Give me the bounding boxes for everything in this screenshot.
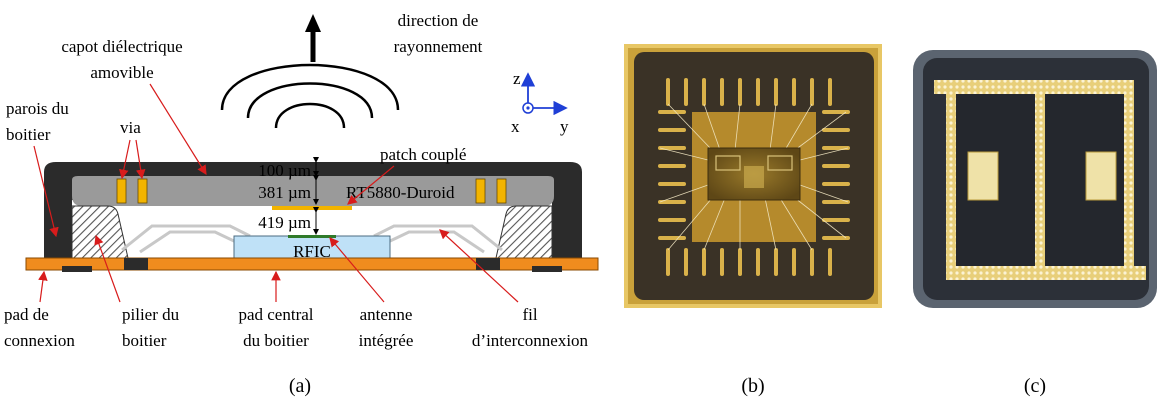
- dim-mid-label: 381 µm: [258, 183, 311, 202]
- substrate-label: RT5880-Duroid: [346, 183, 455, 202]
- antenna-label-2: intégrée: [359, 331, 414, 350]
- pillar-left: [71, 205, 129, 259]
- axis-indicator: [520, 72, 568, 116]
- bottom-pad-3: [476, 258, 500, 270]
- axis-y-label: y: [560, 117, 569, 136]
- walls-pointer: [33, 145, 59, 238]
- via-label: via: [120, 118, 141, 137]
- walls-label-2: boitier: [6, 125, 51, 144]
- via-right-2: [496, 178, 507, 204]
- coupled-patch: [272, 206, 352, 210]
- radiation-label-1: direction de: [398, 11, 479, 30]
- dim-bot-label: 419 µm: [258, 213, 311, 232]
- trace-center: [1035, 80, 1045, 280]
- panel-c-photo: (c): [913, 50, 1157, 397]
- radiation-waves: [220, 14, 400, 129]
- axis-x-label: x: [511, 117, 520, 136]
- via-pointer-1: [119, 139, 131, 180]
- via-pointer-2: [135, 139, 146, 180]
- patch-pointer: [347, 165, 395, 205]
- patch-antenna-left: [967, 151, 999, 201]
- pad-pointer: [38, 270, 48, 303]
- radiation-label-2: rayonnement: [394, 37, 483, 56]
- via-left-1: [116, 178, 127, 204]
- lead-fingers-b: [658, 78, 850, 276]
- rfic-label: RFIC: [293, 242, 331, 261]
- wire-label-2: d’interconnexion: [472, 331, 589, 350]
- antenna-pointer: [329, 237, 385, 303]
- radiation-arrow-head: [305, 14, 321, 32]
- via-left-2: [137, 178, 148, 204]
- package-cavity: [72, 200, 552, 258]
- pillar-pointer: [94, 234, 121, 303]
- trace-right: [1124, 80, 1134, 280]
- dim-top-label: 100 µm: [258, 161, 311, 180]
- caption-a: (a): [289, 375, 311, 397]
- wire-pointer: [439, 229, 519, 303]
- pillar-label-2: boitier: [122, 331, 167, 350]
- trace-left: [946, 80, 956, 280]
- pad-label-1: pad de: [4, 305, 49, 324]
- walls-label-1: parois du: [6, 99, 69, 118]
- axis-z-label: z: [513, 69, 521, 88]
- bottom-pad-4: [532, 266, 562, 272]
- integrated-antenna: [288, 235, 336, 238]
- via-right-1: [475, 178, 486, 204]
- pillar-label-1: pilier du: [122, 305, 180, 324]
- pillar-right: [495, 205, 553, 259]
- bond-wires-b: [659, 103, 849, 251]
- substrate-base: [25, 257, 599, 271]
- wire-label-1: fil: [522, 305, 537, 324]
- patch-label: patch couplé: [380, 145, 466, 164]
- interconnect-wires: [121, 224, 503, 254]
- caption-b: (b): [741, 375, 764, 397]
- central-pad-label-2: du boitier: [243, 331, 309, 350]
- cover-pointer: [149, 83, 207, 176]
- bottom-pad-1: [62, 266, 92, 272]
- rfic-chip: [233, 235, 391, 261]
- cover-label-2: amovible: [90, 63, 153, 82]
- panel-b-photo: (b): [624, 44, 882, 397]
- antenna-label-1: antenne: [360, 305, 413, 324]
- caption-c: (c): [1024, 375, 1046, 397]
- cover-label-1: capot diélectrique: [61, 37, 182, 56]
- central-pad-label-1: pad central: [238, 305, 313, 324]
- patch-antenna-right: [1085, 151, 1117, 201]
- bottom-pad-2: [124, 258, 148, 270]
- panel-a-cross-section: RFIC 100 µm 381 µm 419 µm RT5880-Duroid …: [4, 11, 599, 397]
- pad-label-2: connexion: [4, 331, 75, 350]
